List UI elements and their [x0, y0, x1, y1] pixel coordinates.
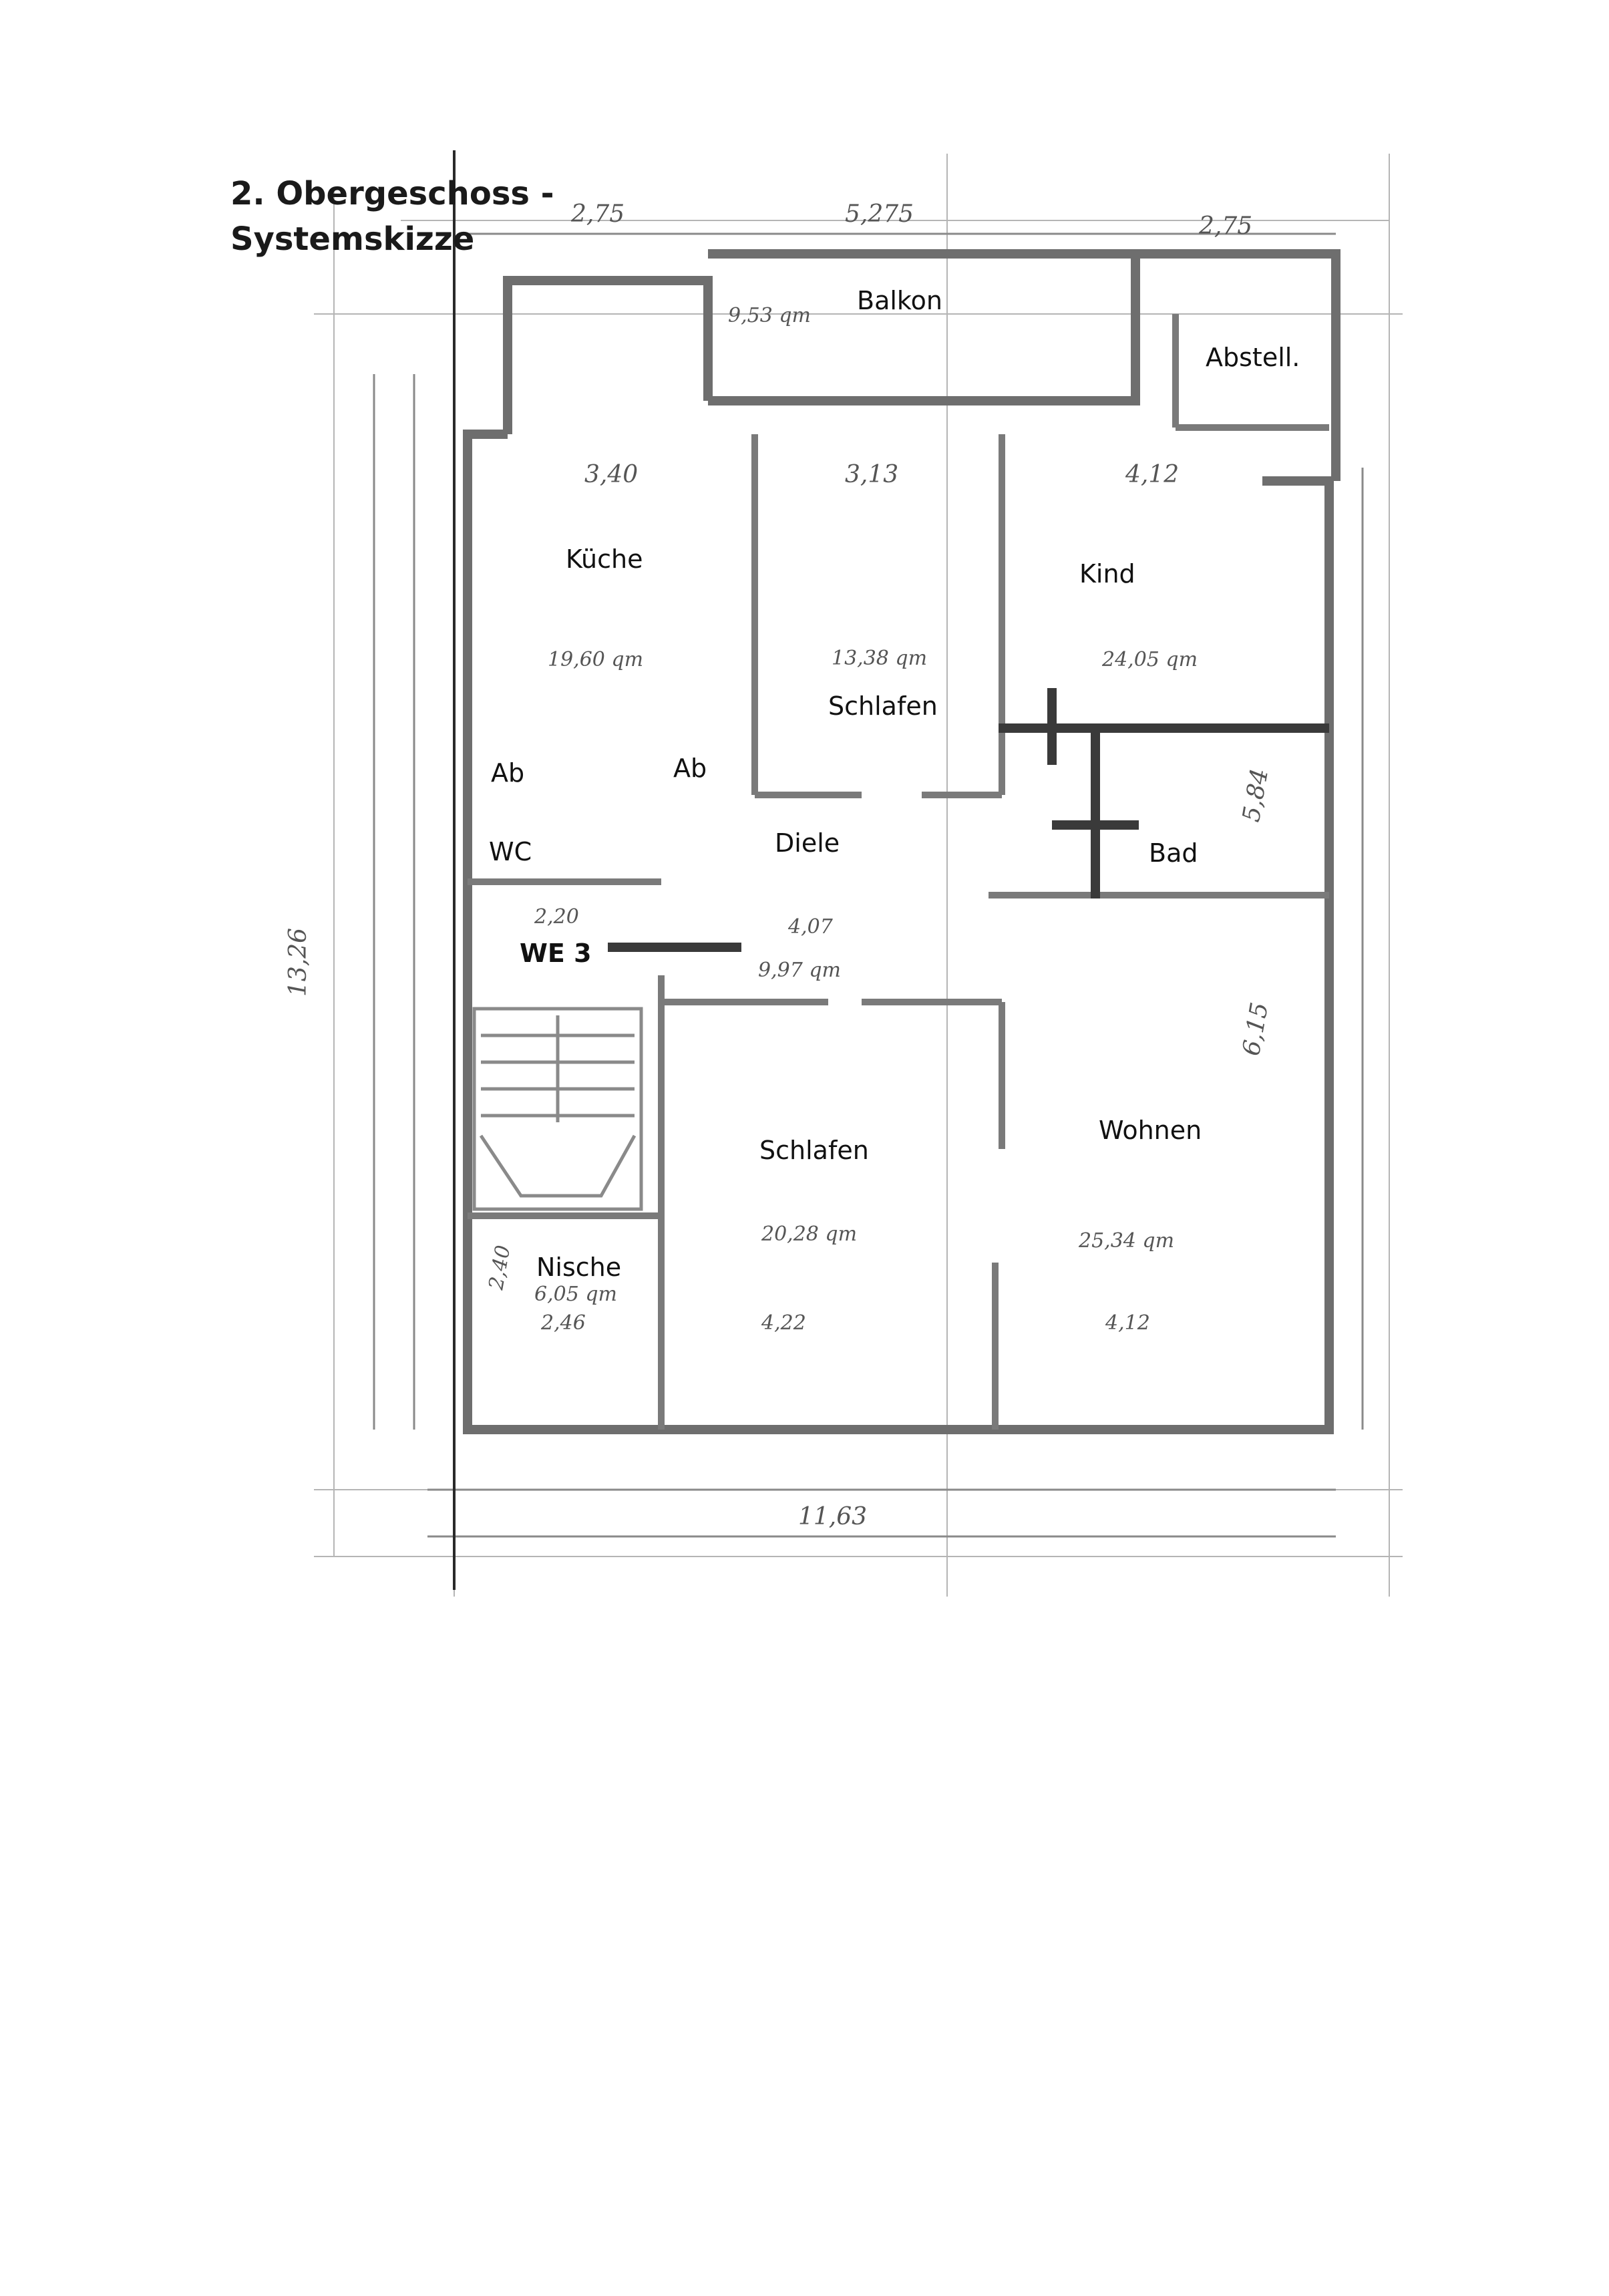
- marker-lines: [608, 688, 1329, 952]
- outer-walls: [463, 249, 1340, 1434]
- area-kind: 24,05 qm: [1102, 648, 1198, 671]
- area-nische: 6,05 qm: [534, 1283, 617, 1306]
- dim-top-right: 2,75: [1199, 212, 1253, 240]
- room-label-kueche: Küche: [566, 544, 643, 574]
- dimension-lines: [373, 232, 1364, 1538]
- dim-top-left: 2,75: [571, 200, 625, 228]
- interior-walls: [468, 314, 1329, 1430]
- dim-wohnen-width: 4,12: [1105, 1311, 1150, 1335]
- area-wohnen: 25,34 qm: [1079, 1229, 1175, 1253]
- area-balkon: 9,53 qm: [728, 304, 811, 327]
- room-label-ab-right: Ab: [673, 754, 707, 783]
- area-schlafen-top: 13,38 qm: [832, 647, 928, 670]
- room-label-schlafen-top: Schlafen: [828, 691, 938, 721]
- room-label-abstell: Abstell.: [1206, 343, 1300, 372]
- room-label-schlafen-bottom: Schlafen: [759, 1136, 869, 1165]
- room-label-bad: Bad: [1149, 838, 1198, 868]
- dim-left-total: 13,26: [285, 927, 313, 997]
- dim-diele-width: 2,20: [534, 905, 579, 929]
- room-label-kind: Kind: [1079, 559, 1135, 589]
- dim-kind-width: 4,12: [1125, 461, 1180, 488]
- room-label-diele: Diele: [775, 828, 840, 858]
- dim-schlafen-top-width: 3,13: [845, 461, 899, 488]
- dim-bottom-total: 11,63: [798, 1503, 868, 1530]
- room-label-balkon: Balkon: [857, 286, 942, 315]
- area-kueche: 19,60 qm: [548, 648, 644, 671]
- room-label-wc: WC: [489, 837, 532, 866]
- dim-nische-width: 2,46: [541, 1311, 586, 1335]
- room-label-we3: WE 3: [520, 939, 592, 968]
- area-schlafen-bottom: 20,28 qm: [761, 1222, 858, 1246]
- dim-kueche-width: 3,40: [584, 461, 639, 488]
- dim-schlafen-bottom-width: 4,22: [761, 1311, 806, 1335]
- dim-diele-width2: 4,07: [788, 915, 833, 939]
- area-diele: 9,97 qm: [758, 959, 841, 982]
- page-title-line2: Systemskizze: [230, 220, 475, 258]
- room-label-nische: Nische: [536, 1253, 622, 1282]
- staircase: [472, 1007, 643, 1211]
- dim-top-mid: 5,275: [845, 200, 914, 228]
- page-title-line1: 2. Obergeschoss -: [230, 175, 554, 212]
- room-label-ab-left: Ab: [491, 758, 525, 788]
- room-label-wohnen: Wohnen: [1099, 1116, 1202, 1145]
